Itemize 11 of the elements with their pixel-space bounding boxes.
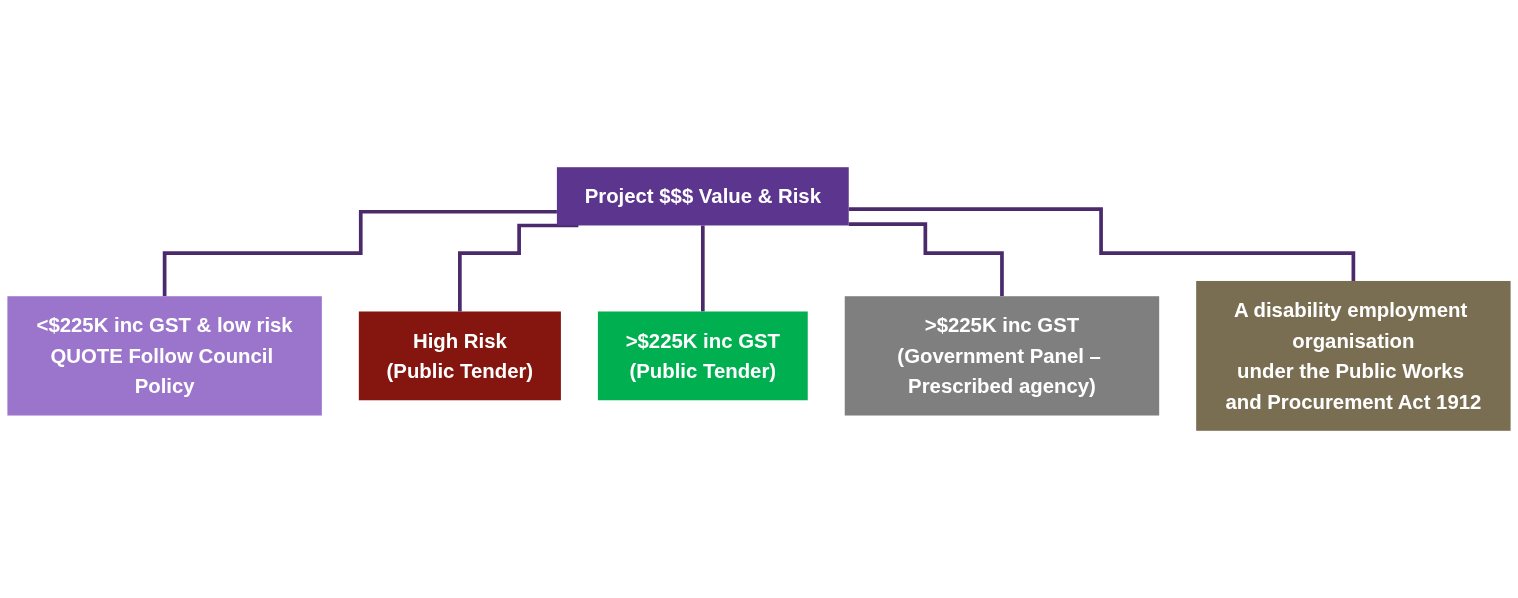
connector: [162, 209, 557, 299]
node-box: <$225K inc GST & low risk QUOTE Follow Council Policy: [7, 296, 322, 416]
node-box: >$225K inc GST (Government Panel – Prescribed agency): [844, 296, 1160, 416]
connector: [700, 223, 705, 314]
connector: [458, 223, 579, 314]
node-box: Project $$$ Value & Risk: [556, 167, 849, 226]
connector: [848, 222, 1004, 299]
connector: [848, 207, 1356, 283]
node-box: High Risk (Public Tender): [358, 311, 561, 401]
node-box: >$225K inc GST (Public Tender): [597, 311, 808, 401]
node-box: A disability employment organisation under the Public Works and Procurement Act 1912: [1196, 280, 1511, 431]
